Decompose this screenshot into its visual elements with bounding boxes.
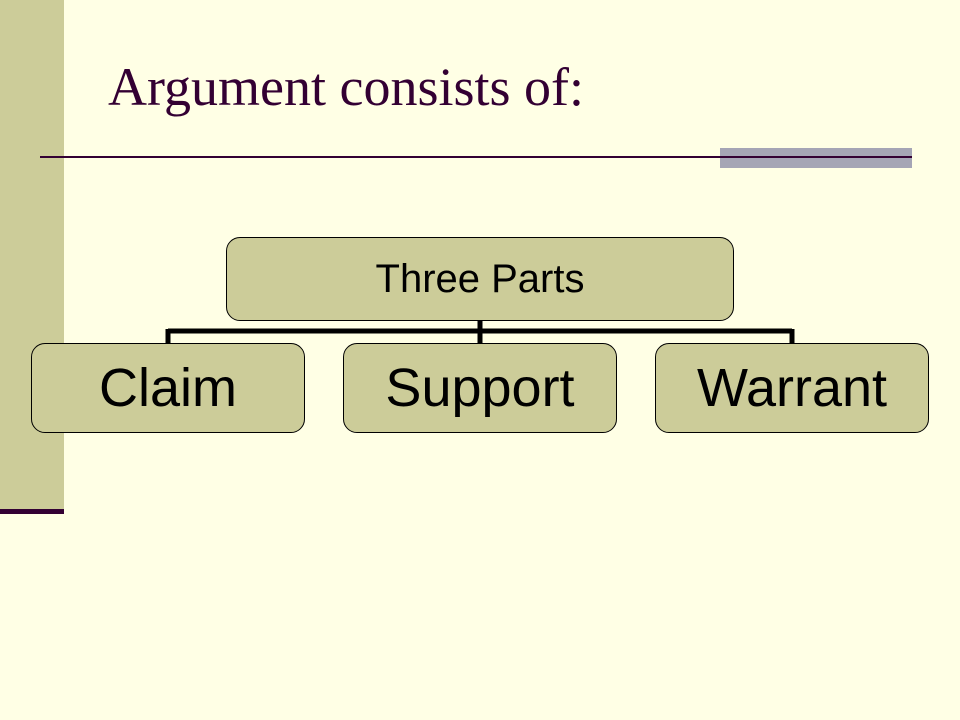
diagram-node-support: Support — [343, 343, 617, 433]
diagram-root-node: Three Parts — [226, 237, 734, 321]
sidebar-accent-line — [0, 509, 64, 514]
title-underline-accent — [720, 148, 912, 168]
diagram-node-warrant: Warrant — [655, 343, 929, 433]
title-underline — [40, 156, 912, 158]
diagram-node-claim: Claim — [31, 343, 305, 433]
slide-title: Argument consists of: — [108, 57, 584, 117]
